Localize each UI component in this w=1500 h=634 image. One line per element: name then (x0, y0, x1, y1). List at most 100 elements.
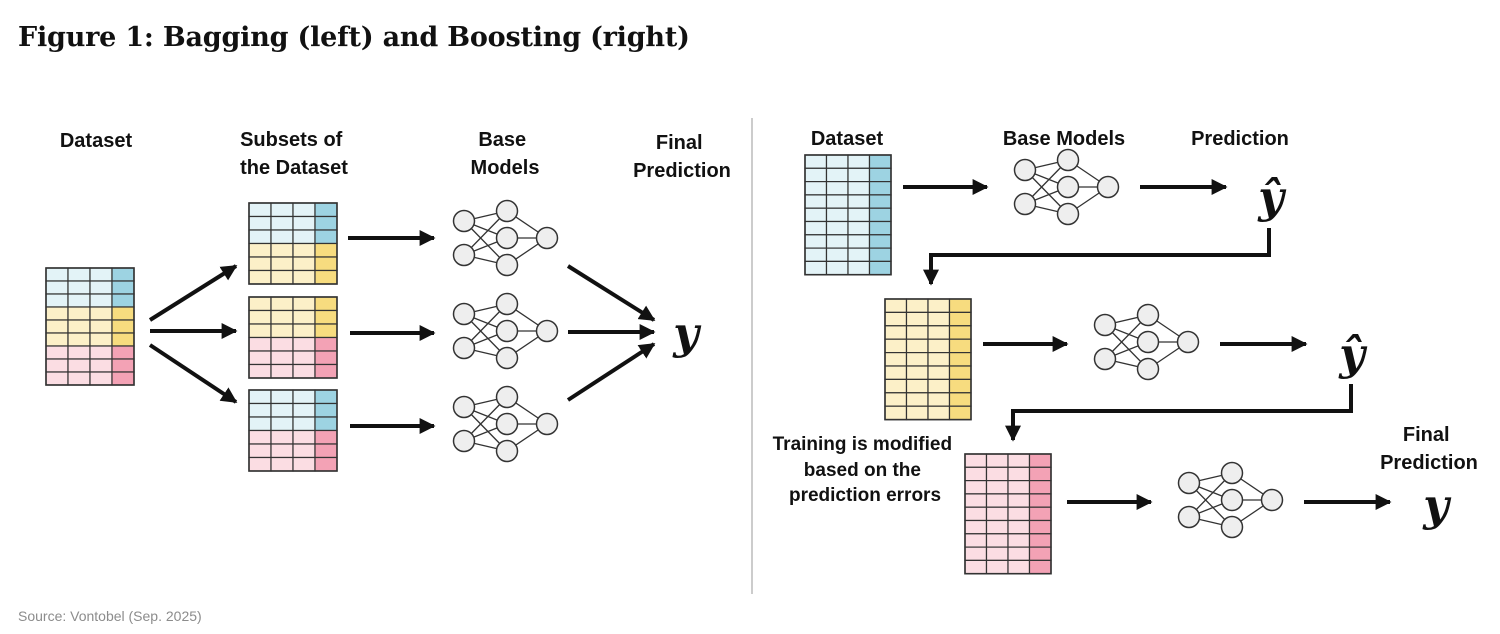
table-cell (964, 493, 988, 508)
table-cell (292, 363, 316, 379)
table-cell (985, 533, 1009, 548)
table-cell (804, 154, 828, 169)
table-cell (67, 293, 91, 308)
table-cell (248, 389, 272, 405)
table-cell (248, 242, 272, 258)
table-cell (1028, 546, 1052, 561)
table-cell (927, 338, 951, 354)
table-cell (270, 202, 294, 218)
boosting-feedback-arrow-2 (1005, 384, 1353, 442)
table-cell (884, 352, 908, 367)
table-cell (314, 323, 338, 339)
table-cell (927, 365, 951, 380)
boosting-stage-2-model-icon (1093, 303, 1200, 381)
table-cell (985, 480, 1009, 495)
table-cell (985, 466, 1009, 482)
table-cell (270, 256, 294, 272)
network-node (495, 292, 519, 316)
network-node (452, 209, 476, 233)
network-node (535, 412, 559, 436)
table-cell (1028, 466, 1052, 482)
network-node (535, 226, 559, 250)
table-cell (270, 443, 294, 459)
table-cell (847, 260, 871, 276)
network-node (1136, 357, 1160, 381)
table-cell (847, 234, 871, 249)
table-cell (948, 365, 972, 380)
boosting-training-note-line-1: Training is modified (773, 434, 952, 455)
bagging-base-models-label: Base Models (471, 129, 540, 179)
table-cell (314, 202, 338, 218)
table-cell (67, 332, 91, 347)
table-cell (67, 267, 91, 282)
table-cell (314, 350, 338, 366)
table-cell (270, 389, 294, 405)
table-cell (248, 443, 272, 459)
table-cell (1007, 533, 1031, 548)
table-cell (89, 332, 113, 347)
table-cell (825, 220, 849, 236)
bagging-final-prediction-label-line-1: Final (656, 132, 703, 154)
boosting-training-note: Training is modified based on the predic… (773, 434, 958, 506)
bagging-subsets-label-line-2: the Dataset (240, 157, 348, 179)
table-cell (964, 519, 988, 535)
network-node (495, 199, 519, 223)
table-cell (67, 358, 91, 373)
table-cell (248, 402, 272, 418)
table-cell (804, 167, 828, 183)
boosting-feedback-arrow-1 (923, 228, 1271, 286)
network-node (1056, 175, 1080, 199)
table-cell (985, 559, 1009, 575)
bagging-base-models-label-line-1: Base (478, 129, 526, 151)
table-cell (985, 506, 1009, 522)
table-cell (67, 371, 91, 386)
table-cell (1007, 453, 1031, 468)
table-cell (111, 267, 135, 282)
table-cell (292, 402, 316, 418)
table-cell (248, 256, 272, 272)
table-cell (45, 280, 69, 295)
table-cell (927, 378, 951, 394)
table-cell (868, 207, 892, 223)
table-cell (905, 325, 929, 340)
table-cell (270, 402, 294, 418)
network-node (452, 302, 476, 326)
table-cell (248, 363, 272, 379)
boosting-prediction-label: Prediction (1191, 128, 1289, 150)
table-cell (248, 202, 272, 218)
table-cell (825, 247, 849, 263)
bagging-base-model-2-icon (452, 292, 559, 370)
table-cell (884, 298, 908, 313)
table-cell (868, 247, 892, 263)
boosting-dataset-label: Dataset (811, 128, 884, 150)
table-cell (292, 202, 316, 218)
table-border (248, 202, 338, 285)
network-node (1056, 148, 1080, 172)
table-cell (314, 229, 338, 245)
table-cell (45, 306, 69, 321)
table-cell (1007, 493, 1031, 508)
network-node (1013, 192, 1037, 216)
table-cell (248, 215, 272, 231)
bagging-subset-table-3 (248, 389, 338, 472)
table-border (964, 453, 1052, 575)
table-cell (927, 325, 951, 340)
table-cell (45, 345, 69, 360)
table-cell (314, 402, 338, 418)
boosting-stage-1-model-icon (1013, 148, 1120, 226)
table-cell (948, 378, 972, 394)
table-cell (985, 519, 1009, 535)
table-cell (927, 352, 951, 367)
table-cell (964, 480, 988, 495)
table-cell (270, 350, 294, 366)
boosting-final-prediction-label: Final Prediction (1380, 424, 1478, 474)
table-cell (948, 338, 972, 354)
table-cell (292, 323, 316, 339)
table-cell (270, 309, 294, 325)
table-cell (314, 456, 338, 472)
table-cell (948, 298, 972, 313)
boosting-stage-1-prediction-symbol: ŷ (1257, 172, 1287, 223)
table-cell (804, 234, 828, 249)
table-cell (248, 323, 272, 339)
table-cell (67, 280, 91, 295)
